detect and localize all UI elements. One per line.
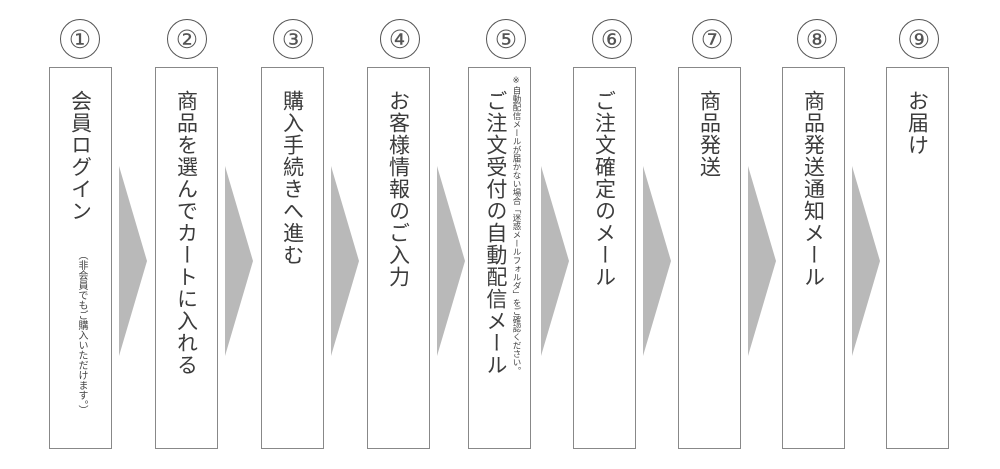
step-8-number: ⑧: [797, 19, 837, 59]
arrow-5: [541, 166, 569, 356]
step-8-label: 商品発送通知メール: [801, 90, 826, 288]
arrow-7: [748, 166, 776, 356]
arrow-4: [437, 166, 465, 356]
step-7-box: 商品発送: [678, 67, 741, 449]
arrow-6: [643, 166, 671, 356]
step-3-label: 購入手続きへ進む: [280, 90, 305, 266]
step-1-box: 会員ログイン （非会員でもご購入いただけます。）: [49, 67, 112, 449]
arrow-1: [119, 166, 147, 356]
step-8-box: 商品発送通知メール: [782, 67, 845, 449]
step-3-box: 購入手続きへ進む: [261, 67, 324, 449]
arrow-3: [331, 166, 359, 356]
step-2-number: ②: [167, 19, 207, 59]
step-6-label: ご注文確定のメール: [592, 90, 617, 288]
step-1-number: ①: [60, 19, 100, 59]
step-9-box: お届け: [886, 67, 949, 449]
step-5-note: ※自動配信メールが届かない場合「迷惑メールフォルダ」をご確認ください。: [511, 76, 521, 375]
step-4-label: お客様情報のご入力: [386, 90, 411, 288]
step-9-label: お届け: [905, 90, 930, 156]
step-7-number: ⑦: [692, 19, 732, 59]
step-4-box: お客様情報のご入力: [367, 67, 430, 449]
step-6-box: ご注文確定のメール: [573, 67, 636, 449]
step-4-number: ④: [380, 19, 420, 59]
step-6-number: ⑥: [592, 19, 632, 59]
step-5-label: ご注文受付の自動配信メール: [483, 90, 508, 376]
step-7-label: 商品発送: [697, 90, 722, 178]
step-1-label: 会員ログイン: [68, 90, 93, 222]
step-5-box: ご注文受付の自動配信メール ※自動配信メールが届かない場合「迷惑メールフォルダ」…: [468, 67, 531, 449]
step-9-number: ⑨: [899, 19, 939, 59]
arrow-8: [852, 166, 880, 356]
step-5-number: ⑤: [486, 19, 526, 59]
step-3-number: ③: [273, 19, 313, 59]
step-2-label: 商品を選んでカートに入れる: [174, 90, 199, 376]
step-1-sub-note: （非会員でもご購入いただけます。）: [76, 250, 87, 415]
step-2-box: 商品を選んでカートに入れる: [155, 67, 218, 449]
arrow-2: [225, 166, 253, 356]
